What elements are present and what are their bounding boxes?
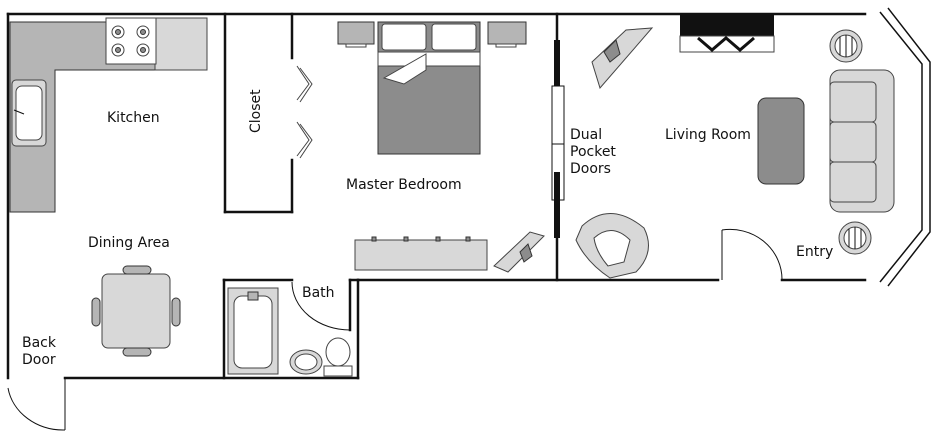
label-master-bedroom: Master Bedroom — [346, 177, 462, 193]
label-back-line-1: Back — [22, 335, 57, 351]
pocket-doors — [551, 40, 565, 238]
label-pocket-line-1: Dual — [570, 127, 602, 143]
label-closet: Closet — [248, 89, 264, 133]
dining-table — [91, 265, 181, 357]
label-pocket-line-2: Pocket — [570, 144, 616, 160]
coffee-table — [757, 97, 805, 185]
back-door — [7, 378, 66, 431]
fireplace — [679, 14, 775, 53]
nightstands — [337, 21, 527, 48]
sofa — [829, 69, 895, 213]
label-living-room: Living Room — [665, 127, 751, 143]
tv-bedroom — [493, 231, 545, 273]
bay-window — [879, 7, 931, 287]
bathtub — [227, 287, 279, 375]
entry-door — [721, 228, 783, 281]
dresser — [354, 236, 488, 271]
bath-door — [291, 281, 351, 331]
label-entry: Entry — [796, 244, 833, 260]
stove-burners — [111, 25, 150, 57]
label-kitchen: Kitchen — [107, 110, 160, 126]
label-pocket-line-3: Doors — [570, 161, 611, 177]
bed — [377, 21, 481, 155]
toilet — [323, 337, 353, 377]
armchair — [575, 213, 649, 279]
label-back-line-2: Door — [22, 352, 56, 368]
label-dining-area: Dining Area — [88, 235, 170, 251]
closet-bifold-doors — [296, 65, 313, 159]
side-tables — [829, 29, 872, 255]
kitchen-counter — [9, 17, 208, 213]
tv-living — [591, 27, 654, 90]
label-bath: Bath — [302, 285, 335, 301]
sink — [289, 349, 323, 375]
